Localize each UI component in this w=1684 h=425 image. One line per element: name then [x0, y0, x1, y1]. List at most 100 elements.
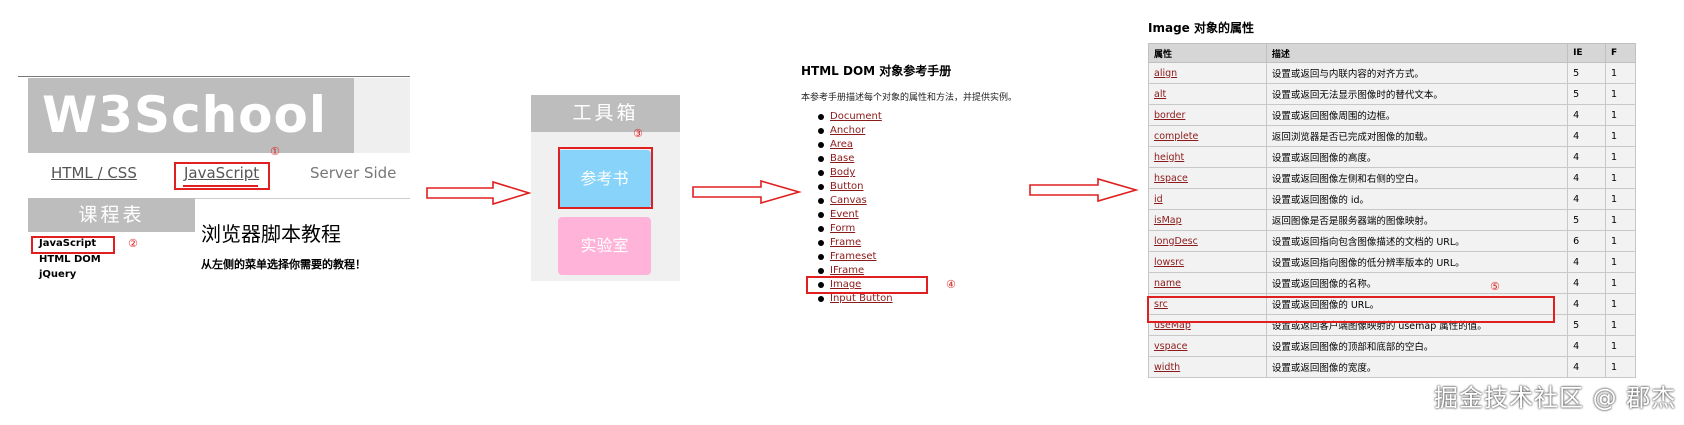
link-canvas[interactable]: Canvas — [830, 195, 867, 206]
bullet-icon — [818, 212, 824, 218]
link-event[interactable]: Event — [830, 209, 859, 220]
link-frameset[interactable]: Frameset — [830, 251, 877, 262]
list-item: Area — [818, 138, 893, 152]
property-link[interactable]: height — [1154, 151, 1185, 163]
property-link[interactable]: longDesc — [1154, 235, 1198, 247]
list-item: IFrame — [818, 264, 893, 278]
link-body[interactable]: Body — [830, 167, 856, 178]
link-form[interactable]: Form — [830, 223, 856, 234]
list-item: Frame — [818, 236, 893, 250]
property-link[interactable]: src — [1154, 298, 1168, 310]
ie-cell: 4 — [1567, 356, 1607, 378]
f-cell: 1 — [1605, 293, 1636, 315]
link-anchor[interactable]: Anchor — [830, 125, 866, 136]
link-frame[interactable]: Frame — [830, 237, 862, 248]
ie-cell: 6 — [1567, 230, 1607, 252]
link-document[interactable]: Document — [830, 111, 882, 122]
property-cell: name — [1148, 272, 1267, 294]
property-cell: complete — [1148, 125, 1267, 147]
page-subtitle: 从左侧的菜单选择你需要的教程！ — [201, 258, 366, 271]
description-cell: 设置或返回指向包含图像描述的文档的 URL。 — [1265, 230, 1569, 252]
ie-cell: 4 — [1567, 272, 1607, 294]
sidebar-item-jquery[interactable]: jQuery — [39, 269, 77, 280]
property-link[interactable]: name — [1154, 277, 1181, 289]
dom-object-list: Document Anchor Area Base Body Button Ca… — [818, 110, 893, 306]
highlight-image-link — [806, 276, 928, 294]
f-cell: 1 — [1605, 251, 1636, 273]
ie-cell: 5 — [1567, 62, 1607, 84]
list-item: Frameset — [818, 250, 893, 264]
description-cell: 设置或返回图像的顶部和底部的空白。 — [1265, 335, 1569, 357]
bullet-icon — [818, 268, 824, 274]
property-cell: lowsrc — [1148, 251, 1267, 273]
property-link[interactable]: id — [1154, 193, 1163, 205]
column-header-f: F — [1605, 43, 1636, 63]
property-link[interactable]: vspace — [1154, 340, 1188, 352]
property-link[interactable]: width — [1154, 361, 1181, 373]
property-link[interactable]: useMap — [1154, 319, 1191, 331]
dom-reference-title: HTML DOM 对象参考手册 — [801, 64, 952, 78]
f-cell: 1 — [1605, 230, 1636, 252]
property-link[interactable]: align — [1154, 67, 1178, 79]
property-link[interactable]: alt — [1154, 88, 1167, 100]
link-image[interactable]: Image — [830, 279, 862, 290]
property-link[interactable]: complete — [1154, 130, 1199, 142]
bullet-icon — [818, 170, 824, 176]
table-header-row: 属性 描述 IE F — [1148, 43, 1636, 63]
dom-reference-description: 本参考手册描述每个对象的属性和方法，并提供实例。 — [801, 93, 1018, 103]
reference-button[interactable]: 参考书 — [558, 150, 651, 208]
property-cell: longDesc — [1148, 230, 1267, 252]
lab-button[interactable]: 实验室 — [558, 217, 651, 275]
list-item: Body — [818, 166, 893, 180]
step-marker-3: ③ — [633, 127, 643, 140]
page-title: 浏览器脚本教程 — [201, 222, 341, 246]
description-cell: 设置或返回图像的高度。 — [1265, 146, 1569, 168]
step-marker-1: ① — [270, 145, 280, 158]
link-input-button[interactable]: Input Button — [830, 293, 893, 304]
nav-javascript[interactable]: JavaScript — [184, 164, 260, 182]
f-cell: 1 — [1605, 356, 1636, 378]
f-cell: 1 — [1605, 335, 1636, 357]
bullet-icon — [818, 184, 824, 190]
f-cell: 1 — [1605, 188, 1636, 210]
link-button[interactable]: Button — [830, 181, 864, 192]
bullet-icon — [818, 240, 824, 246]
sidebar-item-html-dom[interactable]: HTML DOM — [39, 254, 101, 265]
nav-server-side[interactable]: Server Side — [310, 164, 397, 182]
description-cell: 返回浏览器是否已完成对图像的加载。 — [1265, 125, 1569, 147]
nav-html-css[interactable]: HTML / CSS — [51, 164, 137, 182]
link-area[interactable]: Area — [830, 139, 854, 150]
column-header-ie: IE — [1567, 43, 1607, 63]
list-item: Image — [818, 278, 893, 292]
link-base[interactable]: Base — [830, 153, 855, 164]
sidebar-item-javascript[interactable]: JavaScript — [39, 238, 97, 249]
property-cell: hspace — [1148, 167, 1267, 189]
list-item: Form — [818, 222, 893, 236]
property-link[interactable]: isMap — [1154, 214, 1182, 226]
step-marker-2: ② — [128, 237, 138, 250]
image-properties-title: Image 对象的属性 — [1148, 21, 1254, 35]
highlight-reference-button — [558, 147, 653, 209]
f-cell: 1 — [1605, 314, 1636, 336]
list-item: Document — [818, 110, 893, 124]
property-cell: border — [1148, 104, 1267, 126]
w3school-logo[interactable]: W3School — [28, 78, 354, 153]
property-cell: useMap — [1148, 314, 1267, 336]
property-link[interactable]: hspace — [1154, 172, 1188, 184]
property-link[interactable]: border — [1154, 109, 1186, 121]
property-cell: vspace — [1148, 335, 1267, 357]
ie-cell: 4 — [1567, 335, 1607, 357]
link-iframe[interactable]: IFrame — [830, 265, 865, 276]
property-link[interactable]: lowsrc — [1154, 256, 1185, 268]
list-item: Canvas — [818, 194, 893, 208]
